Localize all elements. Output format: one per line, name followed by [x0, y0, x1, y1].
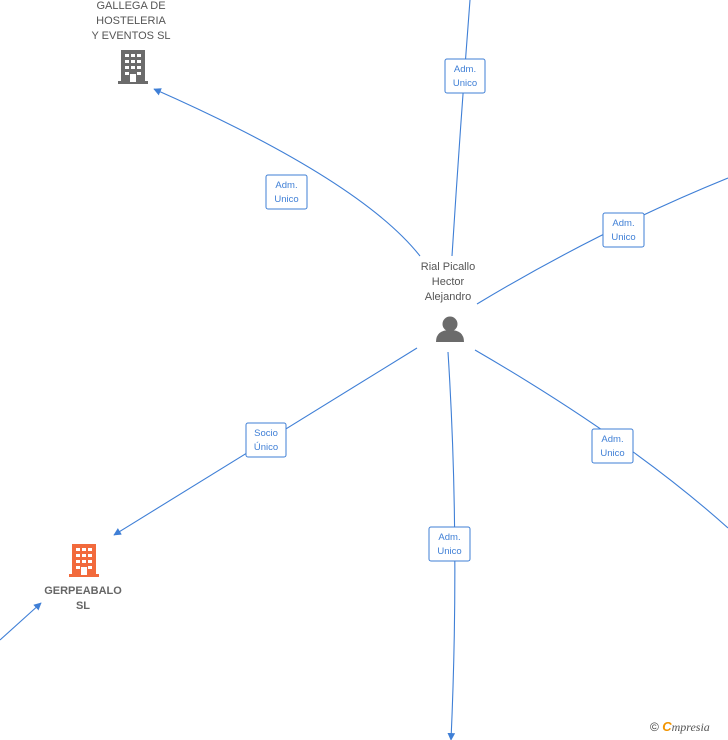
edge-line-bottom-left: [0, 602, 42, 641]
company-name-line: GERPEABALO: [44, 585, 122, 597]
copyright-icon: ©: [650, 720, 659, 734]
company-name-line: SL: [76, 600, 90, 612]
brand-initial: C: [662, 719, 672, 734]
role-label-line: Unico: [437, 546, 461, 557]
role-label-line: Unico: [453, 78, 477, 89]
role-label-box: [245, 422, 287, 458]
company-name-line: GALLEGA DE: [96, 0, 165, 12]
role-label[interactable]: Adm. Unico: [602, 212, 645, 248]
role-label-line: Socio: [254, 428, 278, 439]
company-name-line: Y EVENTOS SL: [91, 30, 170, 42]
role-label[interactable]: Adm. Unico: [591, 428, 634, 464]
building-icon: [118, 50, 148, 84]
role-label[interactable]: Adm. Unico: [444, 58, 486, 94]
role-label-line: Único: [254, 442, 278, 453]
person-node-center[interactable]: Rial Picallo Hector Alejandro: [421, 261, 475, 342]
edge-line-top: [451, 0, 471, 257]
company-node-gerpeabalo[interactable]: GERPEABALO SL: [44, 544, 122, 612]
role-label[interactable]: Adm. Unico: [265, 174, 308, 210]
role-label-line: Unico: [274, 194, 298, 205]
company-node-gallega[interactable]: GALLEGA DE HOSTELERIA Y EVENTOS SL: [91, 0, 171, 84]
role-label-box: [444, 58, 486, 94]
role-label[interactable]: Socio Único: [245, 422, 287, 458]
role-label[interactable]: Adm. Unico: [428, 526, 471, 562]
role-label-line: Adm.: [454, 64, 476, 75]
edge-line-right-upper: [476, 177, 728, 305]
role-label-line: Adm.: [275, 180, 297, 191]
role-label-line: Unico: [600, 448, 624, 459]
role-label-box: [602, 212, 645, 248]
brand-name: mpresia: [671, 720, 710, 734]
role-label-box: [265, 174, 308, 210]
company-name-line: HOSTELERIA: [96, 15, 166, 27]
role-label-box: [428, 526, 471, 562]
person-name-line: Hector: [432, 276, 465, 288]
role-label-line: Adm.: [612, 218, 634, 229]
role-label-line: Unico: [611, 232, 635, 243]
role-label-box: [591, 428, 634, 464]
role-label-line: Adm.: [601, 434, 623, 445]
role-label-line: Adm.: [438, 532, 460, 543]
edge-line-gallega: [153, 88, 421, 257]
person-name-line: Alejandro: [425, 291, 471, 303]
person-name-line: Rial Picallo: [421, 261, 475, 273]
building-icon: [69, 544, 99, 577]
person-icon: [436, 316, 464, 342]
brand-watermark: © Cmpresia: [650, 719, 710, 735]
